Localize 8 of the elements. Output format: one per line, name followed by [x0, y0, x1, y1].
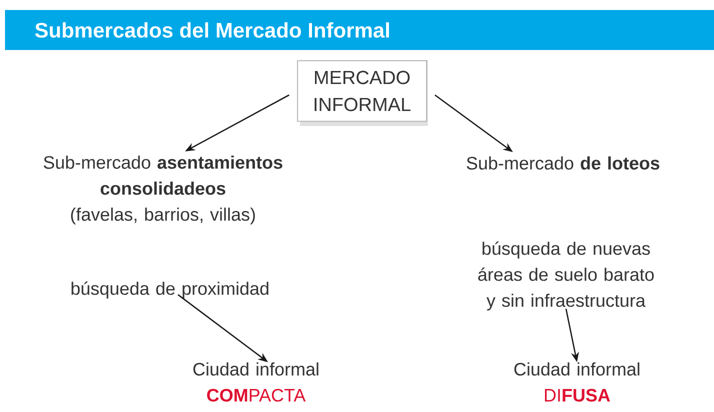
submarket-text: Sub-mercado asentamientos consolidadeos (favelas, barrios, villas) — [44, 156, 282, 224]
search-text: búsqueda de nuevas áreas de suelo barato y sin infraestructura — [478, 242, 654, 310]
submarket-text: Sub-mercado de loteos — [466, 156, 660, 170]
search-text: búsqueda de proximidad — [72, 282, 268, 298]
city-type-text: Ciudad informal COMPACTA — [193, 362, 318, 402]
title-bar: Submercados del Mercado Informal — [5, 10, 714, 50]
market-box: MERCADO INFORMAL — [297, 60, 427, 122]
city-type-text: Ciudad informal DIFUSA — [514, 362, 640, 402]
